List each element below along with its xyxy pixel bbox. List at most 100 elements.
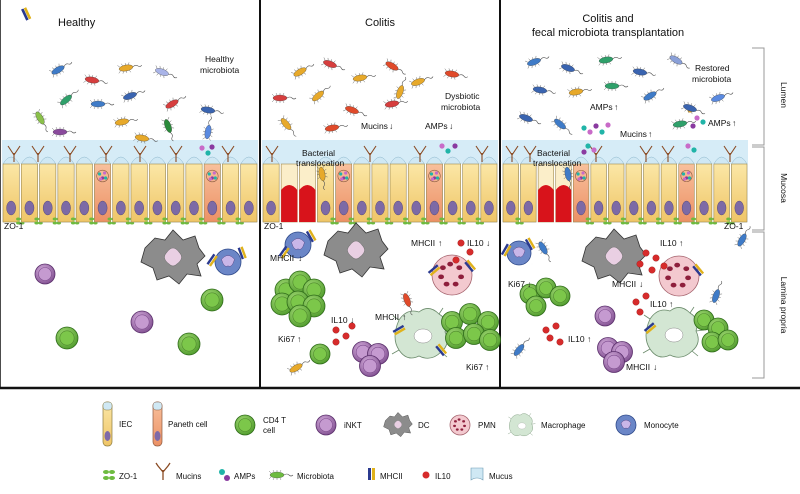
il10-molecule [553,323,560,330]
cell-nucleus [448,201,457,215]
label-colitis-translocation-1: Bacterial [302,148,335,158]
arrow-colitis-amps-down: ↓ [449,121,453,131]
microbe [517,111,543,129]
microbe [57,86,82,109]
microbe [343,103,369,121]
microbe [49,58,75,79]
dendritic-cell [582,229,646,283]
side-bracket [752,48,764,378]
microbe [709,279,727,305]
microbe [559,61,585,79]
side-label-lumen: Lumen [779,82,789,108]
microbe [291,60,317,81]
cd4-t-cell [480,330,501,351]
label-fmt-il10-top: IL10 [660,238,677,248]
cd4-t-cell [178,333,200,355]
microbe [52,127,76,137]
microbe [199,104,224,118]
inkt-cell [595,306,615,326]
legend-dc-label: DC [418,421,430,430]
label-colitis-ki67-left: Ki67 [278,334,295,344]
amp-molecule [585,143,590,148]
cell-nucleus [25,201,34,215]
microbe [681,101,707,119]
il10-molecule [653,255,660,262]
cd4-t-cell [56,327,78,349]
cell-nucleus [735,201,744,215]
cd4-t-cell [310,344,330,364]
amp-molecule [452,143,457,148]
arrow-fmt-il10-mid-up: ↑ [669,299,673,309]
amp-molecule [581,149,586,154]
monocyte-cell [507,241,531,265]
amp-molecule [591,147,596,152]
amp-molecule [445,148,450,153]
microbe [641,84,667,105]
il10-molecule [543,327,550,334]
label-colitis-amps: AMPs [425,121,448,131]
legend-mucus-label: Mucus [489,472,513,481]
cell-nucleus [98,201,107,215]
dendritic-cell [384,412,413,436]
microbe [277,115,300,140]
label-fmt-translocation-2: translocation [533,158,581,168]
legend-zo1-label: ZO-1 [119,472,138,481]
label-fmt-zo1: ZO-1 [724,221,744,231]
label-restored-microbiota-1: Restored [695,63,730,73]
panel-title-healthy: Healthy [58,17,96,29]
label-colitis-mucins: Mucins [361,121,388,131]
microbe [32,109,53,135]
legend-il10-label: IL10 [435,472,451,481]
legend-mhcii-icon [368,468,375,480]
cell-nucleus [717,201,726,215]
inkt-cell [35,264,55,284]
legend-monocyte-icon [616,415,636,435]
cell-nucleus [612,201,621,215]
dendritic-cell [324,223,388,277]
microbe [202,115,216,140]
label-healthy-microbiota-2: microbiota [200,65,239,75]
il10-molecule [333,339,340,346]
microbe [525,52,551,70]
amp-molecule [690,123,695,128]
arrow-fmt-mucins-up: ↑ [648,129,652,139]
microbe [153,65,179,83]
il10-molecule [547,335,554,342]
cell-nucleus [321,201,330,215]
microbe [90,99,114,109]
il10-molecule [467,249,474,256]
label-fmt-amps-right: AMPs [708,118,731,128]
il10-molecule [343,333,350,340]
arrow-fmt-il10-top-up: ↑ [679,238,683,248]
pmn-cell [432,255,472,295]
microbe [83,74,108,88]
microbe [709,88,735,106]
label-fmt-mhcii-mid: MHCII [612,279,636,289]
microbe [287,356,313,377]
il10-molecule [643,250,650,257]
pmn-cell [659,256,699,296]
arrow-fmt-amps-top-up: ↑ [614,102,618,112]
arrow-colitis-mhcii-mid-up: ↑ [438,238,442,248]
il10-molecule [557,339,564,346]
cell-nucleus [135,201,144,215]
cell-nucleus [43,201,52,215]
cell-nucleus [484,201,493,215]
label-colitis-zo1: ZO-1 [264,221,284,231]
microbe [161,117,179,143]
monocyte-cell [616,415,636,435]
label-fmt-il10-low: IL10 [568,334,585,344]
damaged-tissue [538,185,554,222]
legend: IEC Paneth cell CD4 T cell iNKT DC PMN M… [103,402,679,481]
side-label-lamina-propria: Lamina propria [779,277,789,334]
legend-cd4-icon [235,415,255,435]
arrow-fmt-amps-right-up: ↑ [732,118,736,128]
microbe [383,58,409,79]
amp-molecule [694,115,699,120]
label-colitis-mhcii-left: MHCII [270,253,294,263]
amp-molecule [700,119,705,124]
panel-title-fmt-line2: fecal microbiota transplantation [532,27,684,39]
cell-nucleus [226,201,235,215]
dendritic-cell [141,230,205,284]
microbe [443,68,468,82]
